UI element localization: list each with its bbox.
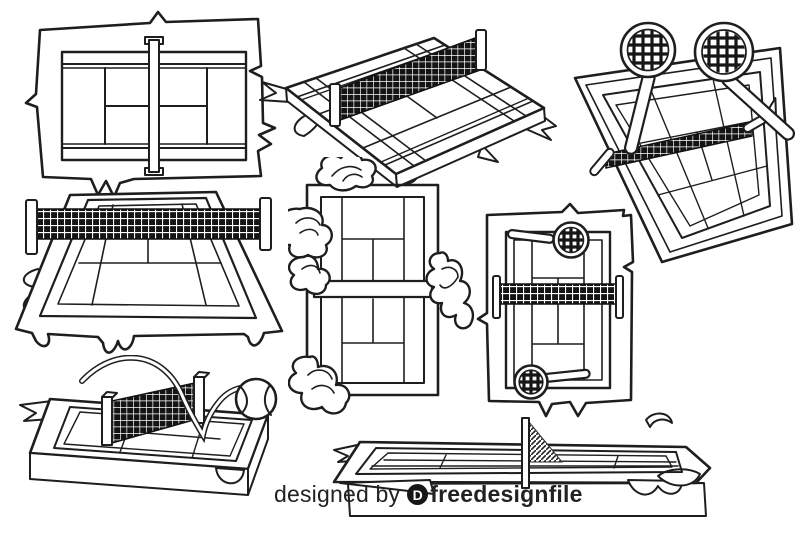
illustration-court-front-perspective-net (14, 190, 284, 354)
court-outline (585, 57, 783, 253)
racket-strings (628, 30, 668, 70)
racket-strings (703, 31, 745, 73)
cloud (288, 355, 351, 415)
illustration-court-top-view-torn-frame (24, 10, 277, 198)
illustration-court-tilted-crossed-rackets (573, 21, 796, 264)
net-post (101, 396, 113, 446)
net (492, 275, 624, 319)
net-post (259, 197, 272, 251)
watermark-prefix: designed by (274, 481, 401, 507)
court-outline (38, 196, 258, 320)
net (329, 29, 487, 127)
net-post (492, 275, 501, 319)
net-post (521, 417, 530, 489)
racket-icon (513, 364, 591, 400)
illustration-court-portrait-bushes (288, 157, 475, 415)
torn-leaves (627, 468, 701, 496)
illustration-court-perspective-banner (259, 29, 557, 188)
cloud (288, 206, 333, 259)
cloud (315, 157, 377, 192)
brand-text-free: free (430, 481, 474, 507)
torn-frame (476, 202, 635, 418)
net (25, 197, 272, 255)
net-post (25, 199, 38, 255)
tennis-ball-icon (234, 377, 278, 421)
illustration-court-3d-bouncing-ball (19, 355, 278, 496)
net-post (589, 147, 615, 177)
racket-icon (506, 221, 590, 259)
racket-icon (619, 21, 677, 79)
illustration-court-portrait-rackets-frame (476, 202, 635, 418)
net (144, 36, 164, 176)
net-post (615, 275, 624, 319)
net-post (475, 29, 487, 71)
watermark: designed by D free design file (274, 481, 583, 508)
brand-text-design: design (473, 481, 549, 507)
net-post (329, 83, 341, 127)
net (312, 279, 434, 299)
front-bump (215, 467, 245, 485)
illustration-court-long-perspective (332, 412, 712, 517)
brand-logo-icon: D (407, 484, 429, 505)
slab-top (284, 36, 546, 176)
racket-icon (693, 21, 755, 83)
brand-text-file: file (548, 481, 583, 507)
slab-right-face (247, 414, 269, 496)
cloud (425, 251, 475, 330)
curl-flap (645, 412, 673, 428)
net (521, 417, 564, 489)
trajectory-line (79, 355, 243, 444)
cloud (288, 254, 331, 296)
